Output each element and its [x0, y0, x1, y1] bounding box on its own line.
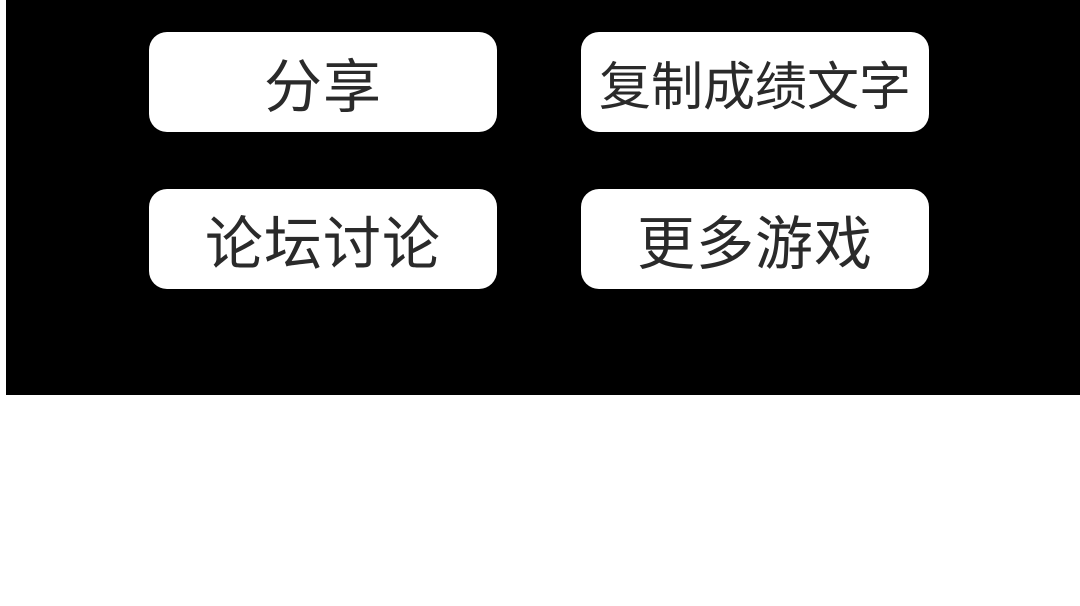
more-games-button[interactable]: 更多游戏	[581, 189, 929, 289]
forum-discussion-button[interactable]: 论坛讨论	[149, 189, 497, 289]
forum-discussion-button-label: 论坛讨论	[204, 210, 441, 278]
more-games-button-label: 更多游戏	[636, 210, 873, 278]
copy-score-text-button-label: 复制成绩文字	[598, 57, 911, 118]
copy-score-text-button[interactable]: 复制成绩文字	[581, 32, 929, 132]
share-button[interactable]: 分享	[149, 32, 497, 132]
share-button-label: 分享	[263, 53, 382, 121]
